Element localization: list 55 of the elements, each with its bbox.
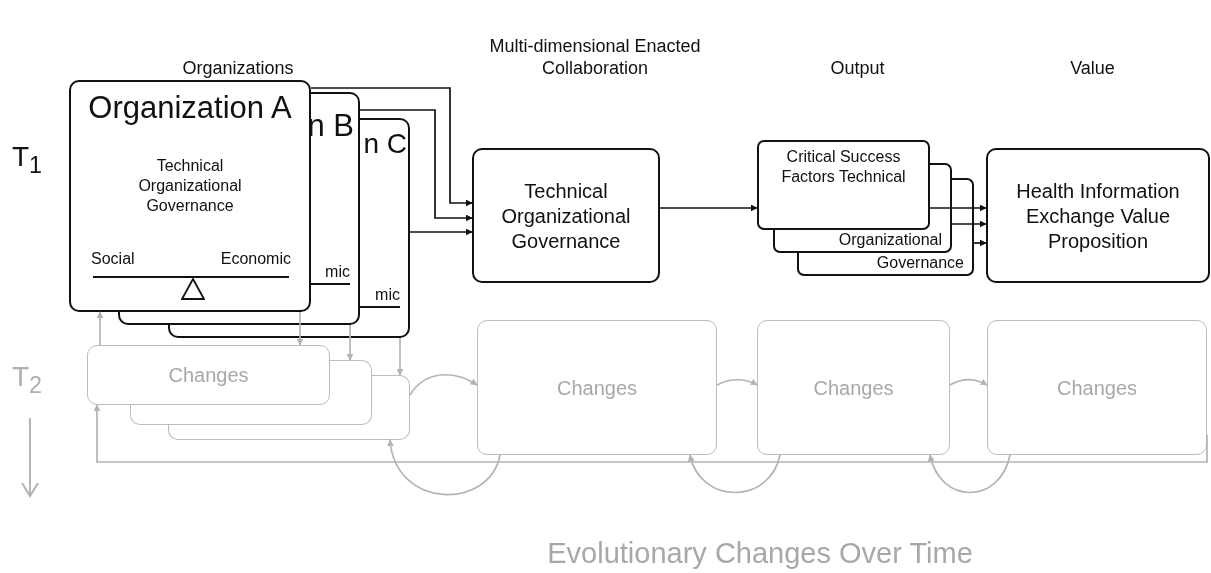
box-text: Health Information Exchange Value Proposition	[1015, 178, 1181, 253]
box-text: Changes	[555, 375, 639, 400]
arrow	[929, 204, 987, 212]
organization-card	[69, 80, 311, 312]
column-heading: Organizations	[181, 57, 295, 79]
card-text: Governance	[876, 253, 964, 273]
changes-box	[330, 360, 372, 425]
balance-label: mic	[375, 286, 400, 304]
balance-label: mic	[325, 263, 350, 281]
column-heading: Value	[1069, 57, 1116, 79]
output-card	[773, 230, 952, 253]
caption: Evolutionary Changes Over Time	[546, 536, 974, 570]
changes-box	[757, 320, 950, 455]
output-card	[757, 140, 930, 230]
arrow	[93, 404, 1208, 463]
process-box	[986, 148, 1210, 283]
box-text: Changes	[167, 363, 250, 387]
time-label: T$_{2}$	[11, 360, 44, 400]
card-title: n C	[363, 127, 407, 161]
column-heading: Multi-dimensional Enacted Collaboration	[488, 35, 702, 79]
time-label: T$_{1}$	[11, 140, 44, 180]
organization-card	[360, 118, 410, 338]
output-card	[797, 253, 974, 276]
changes-box	[987, 320, 1207, 455]
process-box	[472, 148, 660, 283]
arrow	[716, 378, 758, 386]
arrow	[688, 454, 781, 494]
arrow	[396, 337, 404, 376]
balance-label: Economic	[220, 250, 291, 268]
changes-box	[372, 375, 410, 440]
changes-box	[477, 320, 717, 455]
box-text: Changes	[812, 375, 895, 400]
arrow	[387, 439, 501, 496]
balance-label: Social	[91, 250, 135, 268]
column-heading: Output	[829, 57, 886, 79]
arrow	[951, 220, 987, 228]
card-text: Organizational	[838, 230, 942, 250]
card-text: Technical Organizational Governance	[137, 156, 243, 216]
arrow	[949, 378, 988, 386]
arrow	[296, 311, 304, 346]
arrow	[96, 311, 104, 346]
arrow	[409, 373, 478, 396]
arrow	[973, 239, 987, 247]
arrow	[409, 228, 473, 236]
arrow	[659, 204, 758, 212]
arrow	[359, 109, 473, 222]
arrow	[346, 324, 354, 361]
card-text: Critical Success Factors Technical	[780, 147, 907, 187]
changes-box	[87, 345, 330, 405]
box-text: Changes	[1055, 375, 1139, 400]
arrow	[928, 454, 1011, 494]
box-text: Technical Organizational Governance	[500, 178, 632, 253]
organization-card	[311, 92, 360, 325]
arrow	[310, 87, 473, 207]
card-title: Organization A	[87, 90, 293, 126]
